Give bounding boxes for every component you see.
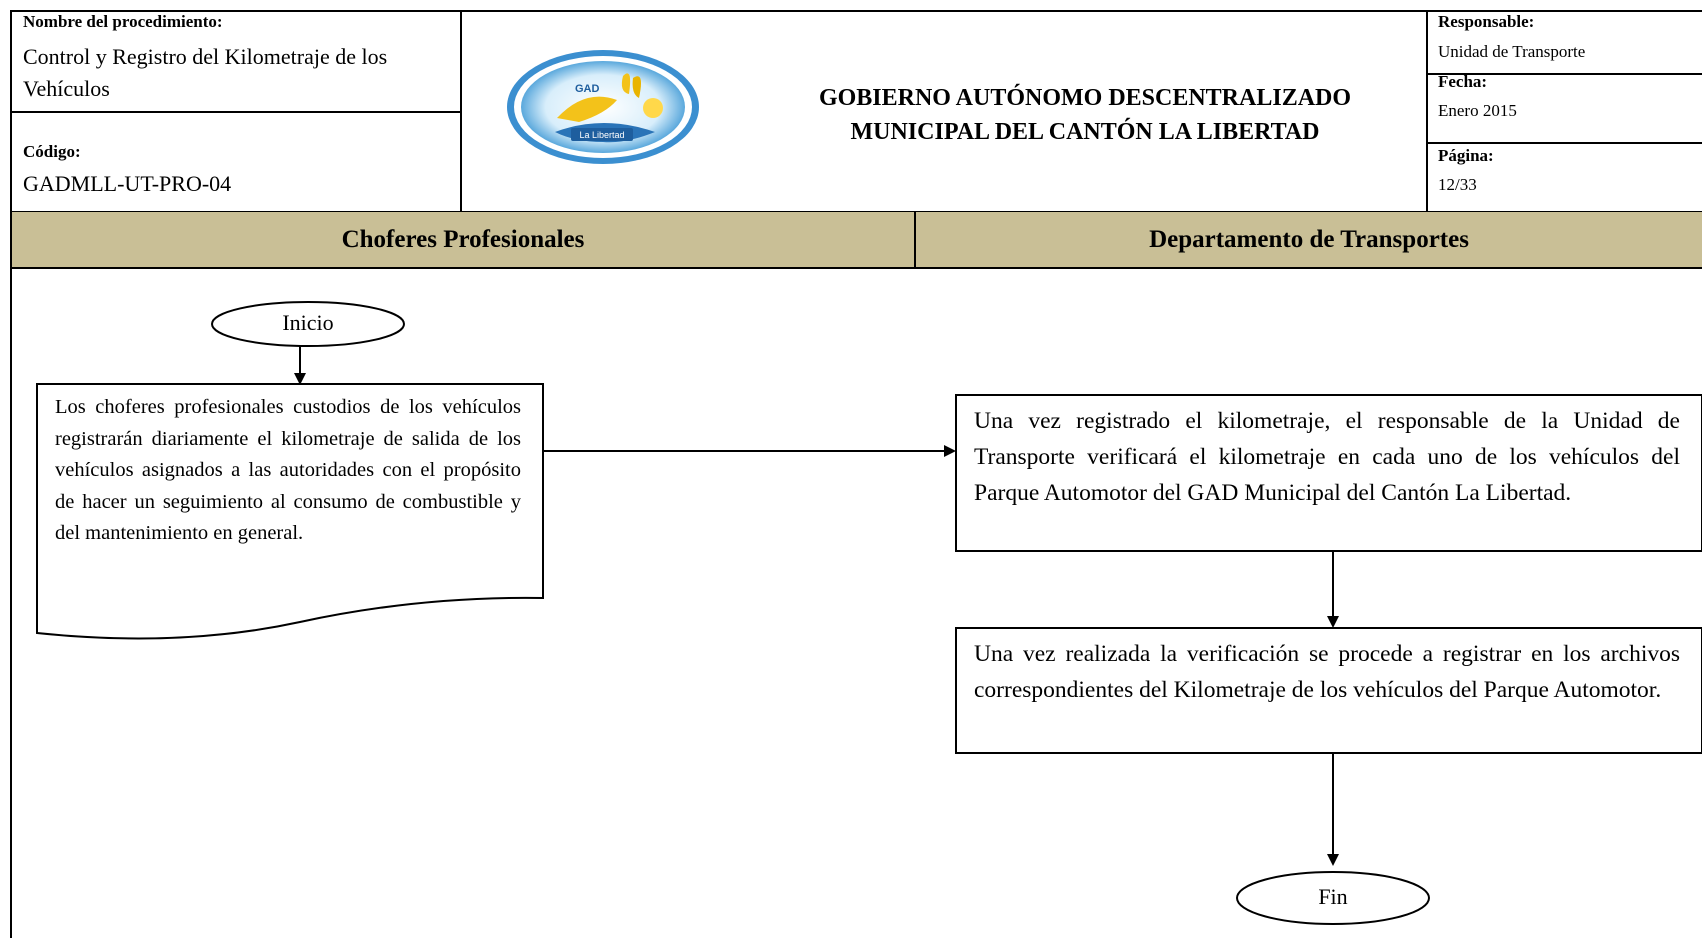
end-label: Fin <box>1318 884 1348 909</box>
code-value: GADMLL-UT-PRO-04 <box>23 171 232 196</box>
logo-bottom-text: La Libertad <box>579 130 624 140</box>
logo-top-text: GAD <box>575 83 600 95</box>
date-label: Fecha: <box>1438 72 1488 91</box>
start-terminator <box>211 301 405 347</box>
start-label: Inicio <box>282 310 334 335</box>
step3-process-box <box>955 627 1702 754</box>
procedure-name-label: Nombre del procedimiento: <box>23 12 223 31</box>
lane-header-transportes: Departamento de Transportes <box>916 212 1702 267</box>
step3-text: Una vez realizada la verificación se pro… <box>974 641 1680 703</box>
code-label: Código: <box>23 142 81 161</box>
procedure-name: Control y Registro del Kilometraje de lo… <box>23 44 388 101</box>
date-value: Enero 2015 <box>1438 101 1517 120</box>
step1-text: Los choferes profesionales custodios de … <box>55 396 521 544</box>
responsible-label: Responsable: <box>1438 12 1535 31</box>
lane-header-choferes: Choferes Profesionales <box>12 212 914 267</box>
organization-title: GOBIERNO AUTÓNOMO DESCENTRALIZADO MUNICI… <box>735 82 1435 149</box>
end-terminator <box>1236 871 1430 925</box>
step1-document-shape <box>36 383 544 640</box>
organization-title-line2: MUNICIPAL DEL CANTÓN LA LIBERTAD <box>850 118 1320 145</box>
organization-title-line1: GOBIERNO AUTÓNOMO DESCENTRALIZADO <box>818 85 1352 111</box>
step2-process-box <box>955 394 1702 552</box>
responsible-value: Unidad de Transporte <box>1438 42 1586 61</box>
gad-logo: La Libertad GAD <box>505 48 701 166</box>
page-label: Página: <box>1438 146 1494 165</box>
step2-text: Una vez registrado el kilometraje, el re… <box>974 408 1680 506</box>
page-value: 12/33 <box>1438 175 1477 194</box>
